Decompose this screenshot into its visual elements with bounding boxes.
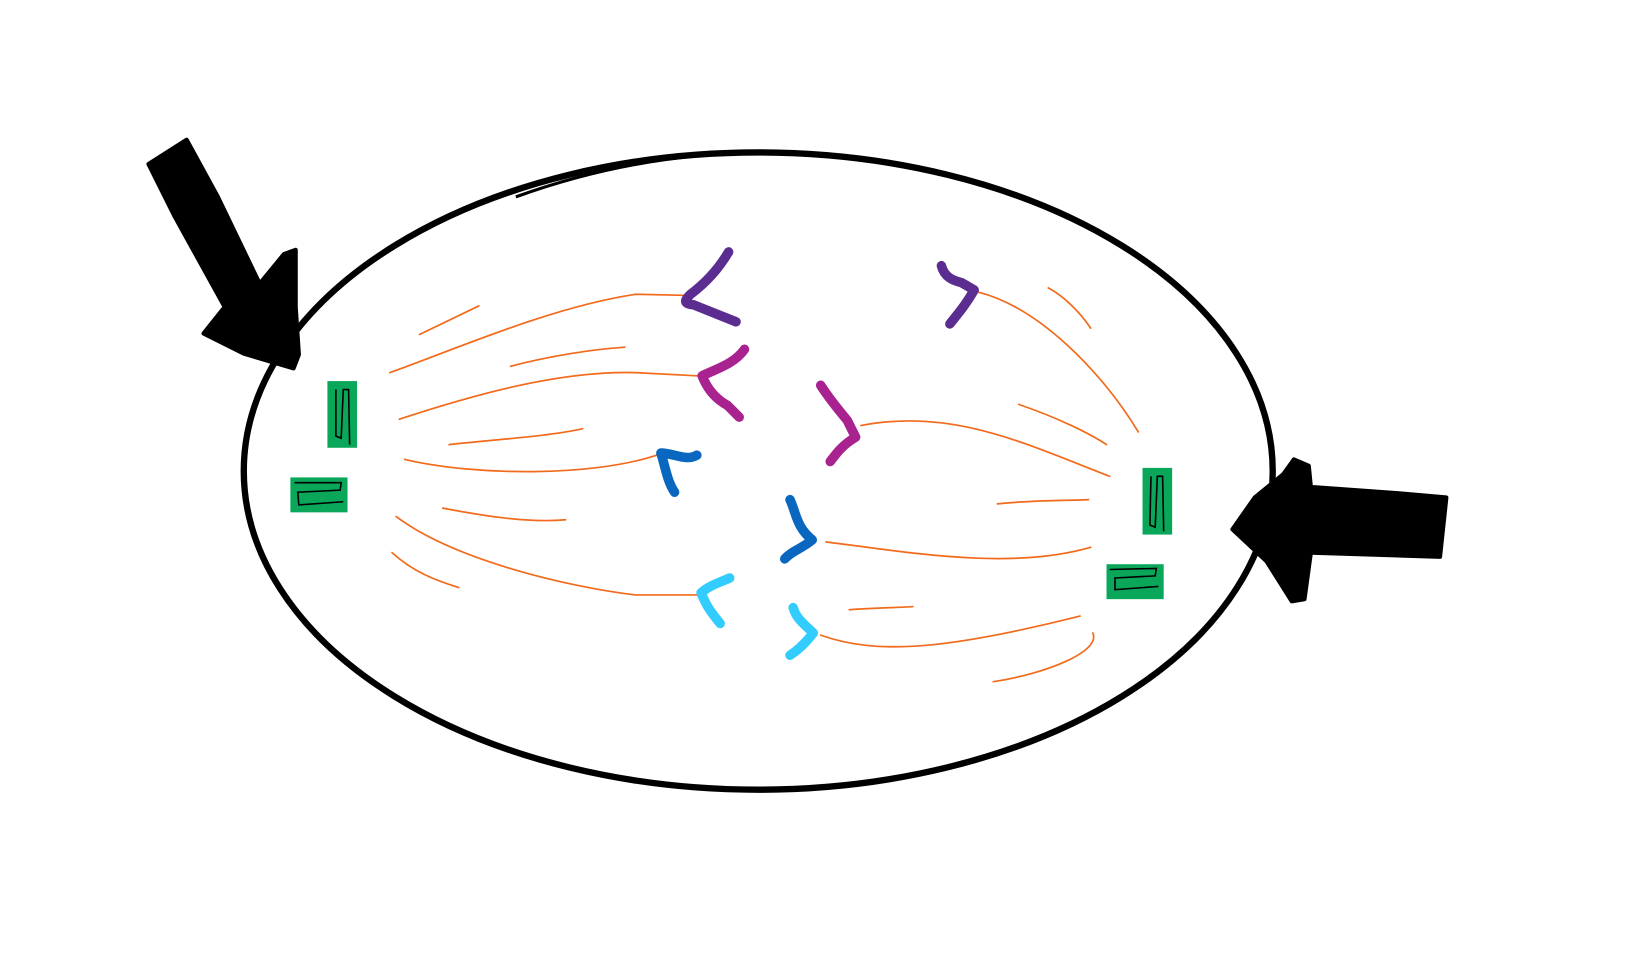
centriole-left-vertical — [327, 381, 358, 448]
spindle-fiber — [418, 305, 480, 336]
spindle-fiber — [860, 419, 1111, 478]
spindle-fiber — [977, 291, 1140, 433]
chromosome-blue-left — [656, 448, 702, 497]
spindle-fiber — [403, 454, 658, 473]
spindle-fiber — [391, 551, 460, 589]
chromosome-cyan-left — [696, 573, 735, 629]
spindle-fiber — [1047, 287, 1092, 330]
chromosome-magenta-left — [697, 344, 750, 422]
chromosome-purple-right — [936, 260, 979, 329]
spindle-fiber — [509, 346, 626, 368]
chromosome-purple-left — [681, 247, 741, 327]
spindle-fibers — [389, 287, 1140, 683]
cell-membrane-overlap — [515, 150, 763, 199]
spindle-fiber — [992, 632, 1095, 683]
arrow-right-icon — [1230, 457, 1449, 604]
centriole-left-horizontal — [290, 477, 348, 513]
spindle-fiber — [825, 541, 1092, 560]
centriole-right-horizontal — [1106, 564, 1164, 600]
spindle-fiber — [1017, 403, 1108, 446]
spindle-fiber — [441, 507, 567, 522]
spindle-fiber — [848, 605, 914, 611]
centriole-right-vertical — [1142, 467, 1173, 535]
arrow-top-left-icon — [146, 137, 301, 371]
spindle-fiber — [996, 498, 1090, 505]
chromosome-blue-right — [779, 494, 818, 564]
chromosome-magenta-right — [815, 380, 861, 467]
spindle-fiber — [395, 515, 700, 596]
spindle-fiber — [448, 427, 584, 446]
spindle-fiber — [819, 615, 1081, 648]
cell-membrane — [240, 149, 1276, 793]
chromosome-cyan-right — [785, 602, 819, 661]
spindle-fiber — [389, 293, 684, 374]
spindle-fiber — [398, 371, 698, 421]
